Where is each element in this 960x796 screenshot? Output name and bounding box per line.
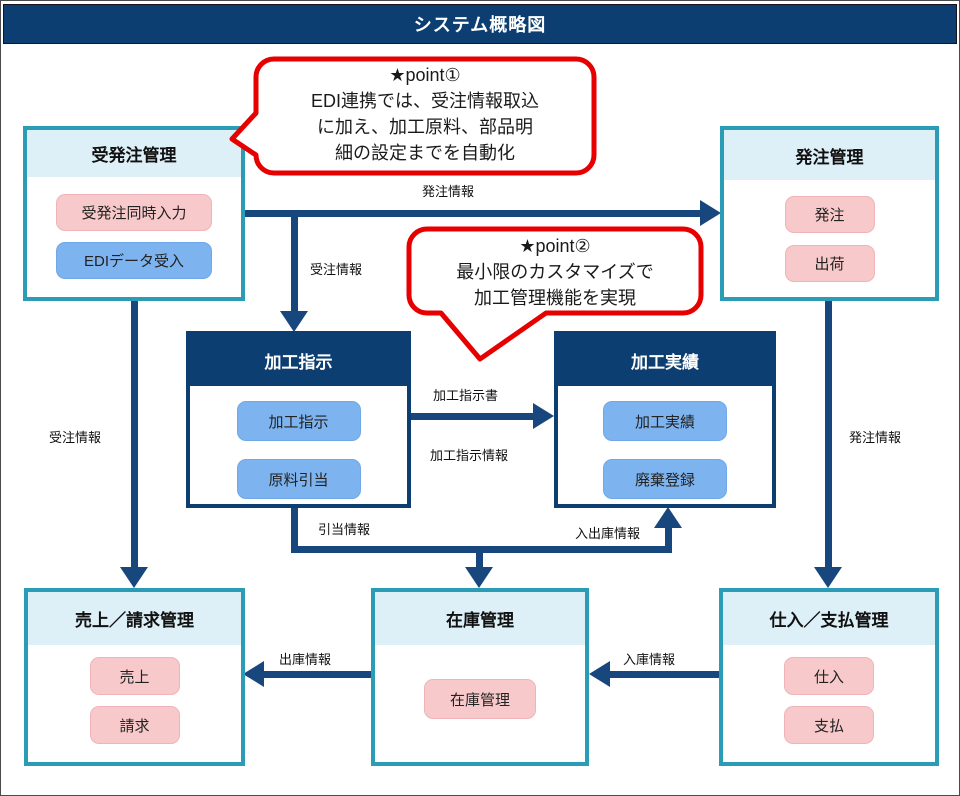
arrowhead-down-juchu-left [120, 567, 148, 588]
module-body: 加工指示 原料引当 [190, 386, 407, 499]
flow-label-juchu-left: 受注情報 [49, 430, 102, 445]
arrowhead-left-nyuko [589, 661, 610, 687]
module-box-sales-billing: 売上／請求管理 売上 請求 [24, 588, 245, 766]
flow-label-order-info-top: 発注情報 [422, 184, 475, 199]
page-title: システム概略図 [413, 15, 547, 35]
arrowhead-down-hatchu-right [814, 567, 842, 588]
module-title: 受発注管理 [27, 130, 241, 177]
callout-line: 加工管理機能を実現 [474, 288, 636, 308]
arrow-juchu-left-v [131, 301, 138, 568]
module-body: 加工実績 廃棄登録 [558, 386, 772, 499]
module-box-purchase-order: 発注管理 発注 出荷 [720, 126, 939, 301]
arrow-juchu-info-down [291, 210, 298, 312]
arrow-order-info-top [245, 210, 700, 217]
feature-pill: EDIデータ受入 [56, 242, 212, 279]
arrow-shukko [263, 671, 371, 678]
module-title: 加工指示 [190, 335, 407, 386]
feature-pill: 廃棄登録 [603, 459, 727, 499]
feature-pill: 売上 [89, 657, 180, 695]
callout-line: 細の設定までを自動化 [335, 143, 515, 163]
flow-label-hikiate: 引当情報 [318, 522, 371, 537]
flow-label-hatchu-right: 発注情報 [849, 430, 902, 445]
module-body: 受発注同時入力 EDIデータ受入 [27, 177, 241, 279]
callout-line: ★point② [519, 236, 591, 256]
feature-pill: 支払 [784, 706, 874, 744]
arrow-to-zaiko-v [476, 546, 483, 569]
module-body: 仕入 支払 [723, 645, 935, 744]
arrow-hatchu-right-v [825, 301, 832, 568]
module-title: 仕入／支払管理 [723, 592, 935, 645]
arrowhead-up-nyushukko [654, 507, 682, 528]
callout-line: に加え、加工原料、部品明 [317, 117, 533, 137]
module-box-process-instruction: 加工指示 加工指示 原料引当 [186, 331, 411, 508]
flow-label-shijisho: 加工指示書 [433, 388, 499, 403]
arrowhead-right-shijisho [533, 403, 554, 429]
callout-line: 最小限のカスタマイズで [456, 262, 654, 282]
module-box-inventory: 在庫管理 在庫管理 [371, 588, 589, 766]
callout-line: EDI連携では、受注情報取込 [310, 91, 539, 111]
module-body: 売上 請求 [28, 645, 241, 744]
arrowhead-left-shukko [243, 661, 264, 687]
title-bar: システム概略図 [3, 4, 957, 44]
module-box-purchasing-payment: 仕入／支払管理 仕入 支払 [719, 588, 939, 766]
module-title: 在庫管理 [375, 592, 585, 645]
feature-pill: 受発注同時入力 [56, 194, 212, 231]
module-box-order-entry: 受発注管理 受発注同時入力 EDIデータ受入 [23, 126, 245, 301]
feature-pill: 出荷 [784, 245, 875, 282]
module-box-process-results: 加工実績 加工実績 廃棄登録 [554, 331, 776, 508]
module-body: 発注 出荷 [724, 180, 935, 282]
arrow-shijisho [411, 413, 534, 420]
feature-pill: 在庫管理 [424, 679, 536, 719]
flow-label-shiji-joho: 加工指示情報 [430, 448, 509, 463]
arrowhead-right-order-info [700, 200, 721, 226]
flow-label-juchu-info-mid: 受注情報 [310, 262, 363, 277]
feature-pill: 原料引当 [236, 459, 361, 499]
feature-pill: 仕入 [784, 657, 874, 695]
arrow-hikiate-v [291, 508, 298, 553]
module-body: 在庫管理 [375, 645, 585, 719]
arrow-nyushukko-v [665, 527, 672, 553]
callout-point2-text: ★point② 最小限のカスタマイズで 加工管理機能を実現 [411, 233, 699, 311]
arrowhead-down-juchu-info [280, 311, 308, 332]
flow-label-nyuko: 入庫情報 [623, 652, 676, 667]
arrow-nyuko [609, 671, 719, 678]
feature-pill: 発注 [784, 196, 875, 233]
module-title: 発注管理 [724, 130, 935, 180]
callout-bubble-point2 [406, 226, 704, 362]
callout-point1-text: ★point① EDI連携では、受注情報取込 に加え、加工原料、部品明 細の設定… [261, 62, 589, 166]
feature-pill: 加工指示 [236, 401, 361, 441]
module-title: 売上／請求管理 [28, 592, 241, 645]
flow-label-shukko: 出庫情報 [279, 652, 332, 667]
callout-line: ★point① [389, 65, 461, 85]
feature-pill: 加工実績 [603, 401, 727, 441]
feature-pill: 請求 [89, 706, 180, 744]
module-title: 加工実績 [558, 335, 772, 386]
arrowhead-down-to-zaiko [465, 567, 493, 588]
callout-bubble-point1 [229, 56, 597, 176]
flow-label-nyushukko: 入出庫情報 [575, 526, 641, 541]
